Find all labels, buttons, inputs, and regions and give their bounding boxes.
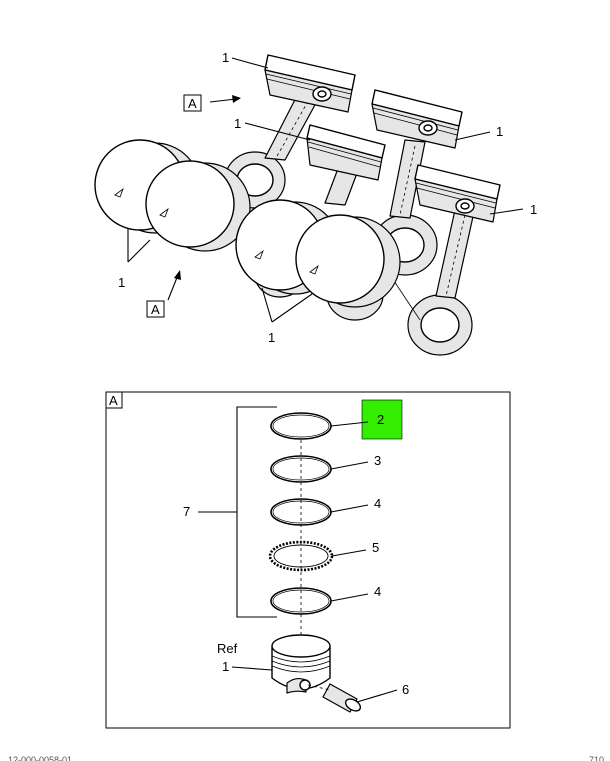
- reference-piston: [271, 634, 331, 694]
- callout-7: 7: [183, 504, 190, 519]
- piston-crown-2: [145, 160, 251, 252]
- callout-1-left: 1: [118, 275, 125, 290]
- piston-upright-2: [306, 124, 386, 181]
- top-callout-lines: [127, 57, 524, 323]
- piston-pin: [307, 683, 362, 713]
- callout-3: 3: [374, 453, 381, 468]
- view-marker-a-top: A: [183, 94, 202, 112]
- detail-view-tag: [105, 391, 123, 409]
- footer-doc-number: 12-000-0058-01: [8, 755, 73, 761]
- callout-5: 5: [372, 540, 379, 555]
- callout-1-right-upper: 1: [496, 124, 503, 139]
- callout-4-upper: 4: [374, 496, 381, 511]
- top-compression-ring: [270, 412, 332, 440]
- piston-crown-4: [295, 214, 401, 308]
- callout-1-top: 1: [222, 50, 229, 65]
- callout-2[interactable]: 2: [377, 412, 384, 427]
- piston-upright-4: [414, 164, 501, 223]
- detail-view-label: A: [109, 393, 118, 408]
- callout-1-ref: 1: [222, 659, 229, 674]
- callout-1-mid: 1: [234, 116, 241, 131]
- piston-connecting-rod-assembly-illustration: 1 1 1 1 1 1 A A: [94, 50, 537, 356]
- callout-4-lower: 4: [374, 584, 381, 599]
- detail-view-frame: [105, 391, 511, 729]
- svg-text:A: A: [151, 302, 160, 317]
- ref-label: Ref: [217, 641, 238, 656]
- view-marker-a-bottom: A: [146, 300, 165, 318]
- svg-text:A: A: [188, 96, 197, 111]
- piston-upright-1: [264, 54, 356, 113]
- detail-view-a: A 7 2 3 4: [105, 391, 511, 729]
- footer-page-number: 710: [588, 755, 604, 761]
- piston-upright-3: [371, 89, 463, 149]
- callout-6: 6: [402, 682, 409, 697]
- highlight-box-2[interactable]: [361, 399, 403, 440]
- callout-1-bottom: 1: [268, 330, 275, 345]
- callout-1-right-lower: 1: [530, 202, 537, 217]
